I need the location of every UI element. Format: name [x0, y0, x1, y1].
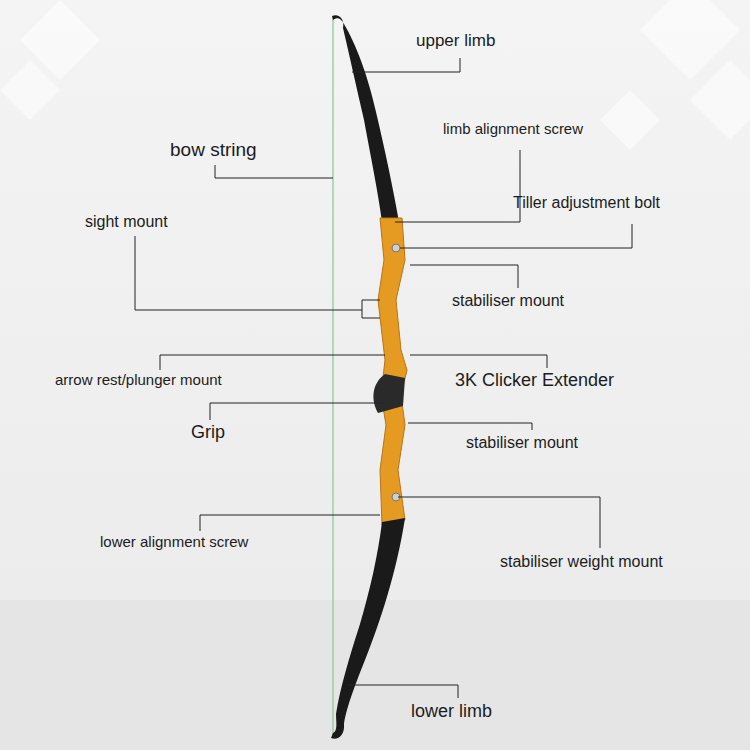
upper-limb-shape	[332, 15, 399, 222]
part-label: stabiliser weight mount	[500, 552, 663, 571]
part-label: 3K Clicker Extender	[455, 370, 614, 392]
part-label: lower alignment screw	[100, 533, 248, 551]
screws	[392, 244, 400, 501]
part-label: Grip	[191, 422, 225, 444]
part-label: stabiliser mount	[466, 433, 578, 452]
part-label: stabiliser mount	[452, 291, 564, 310]
part-label: lower limb	[411, 701, 492, 723]
part-label: sight mount	[85, 212, 168, 231]
bow-string	[332, 18, 333, 736]
part-label: Tiller adjustment bolt	[513, 193, 660, 212]
part-label: arrow rest/plunger mount	[55, 371, 222, 389]
part-label: limb alignment screw	[443, 120, 583, 138]
grip-shape	[373, 374, 405, 413]
riser-shape	[378, 218, 407, 525]
part-label: bow string	[170, 139, 257, 162]
lower-limb-shape	[331, 518, 405, 739]
part-label: upper limb	[416, 31, 495, 51]
